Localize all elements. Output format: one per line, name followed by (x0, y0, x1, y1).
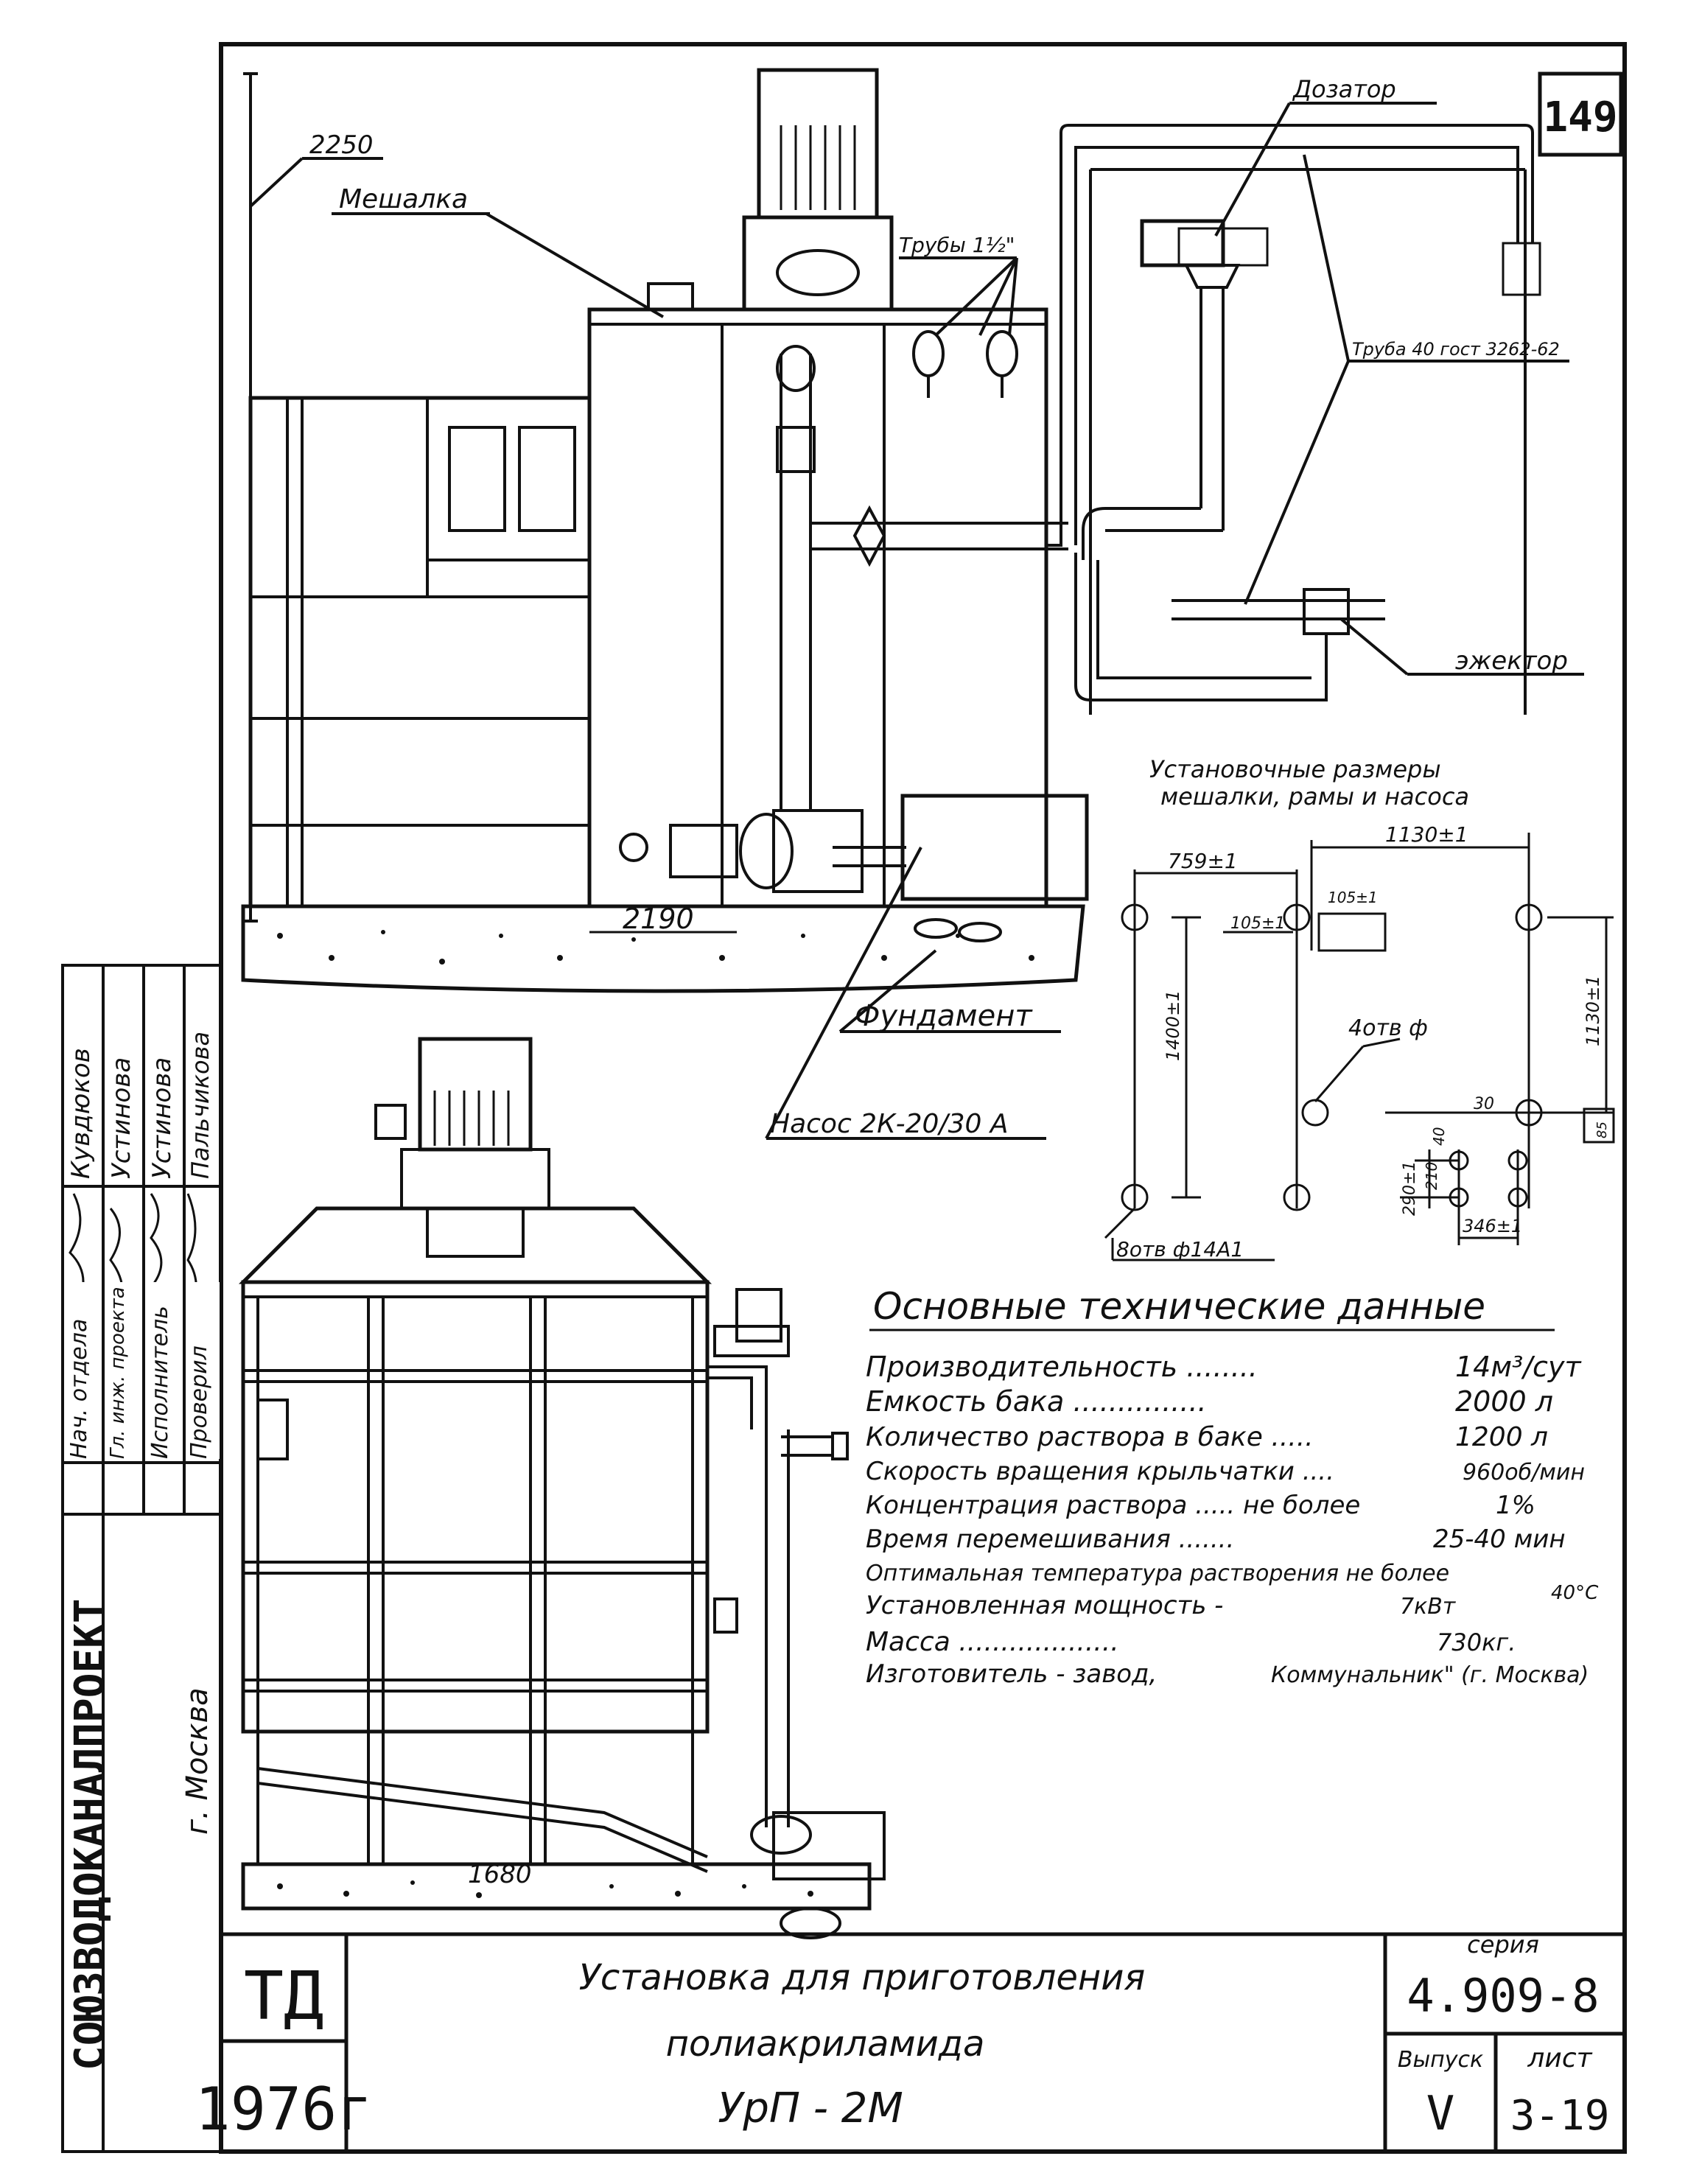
specs-heading: Основные технические данные (873, 1285, 1485, 1328)
dim-105b: 105±1 (1328, 889, 1378, 906)
spec-value: Коммунальник" (г. Москва) (1271, 1662, 1589, 1688)
label-ejector: эжектор (1455, 646, 1568, 676)
dim-210: 210 (1423, 1162, 1440, 1190)
label-doser: Дозатор (1292, 75, 1396, 103)
spec-value: 1200 л (1455, 1422, 1548, 1452)
spec-value: 25-40 мин (1433, 1525, 1566, 1554)
name-4: Пальчикова (186, 1031, 214, 1179)
sheet-number-box (1538, 71, 1623, 157)
org-name: СОЮЗВОДОКАНАЛПРОЕКТ (66, 1598, 114, 2071)
spec-value: 7кВт (1400, 1594, 1457, 1620)
dim-1130: 1130±1 (1385, 822, 1468, 847)
spec-value: 730кг. (1437, 1628, 1516, 1656)
sheet-number: 149 (1543, 94, 1617, 141)
dim-1680: 1680 (468, 1860, 532, 1889)
label-mixer: Мешалка (339, 184, 468, 214)
spec-value: 14м³/сут (1455, 1351, 1582, 1383)
issue-value: V (1426, 2087, 1455, 2141)
dim-2250: 2250 (309, 130, 374, 160)
dim-1400: 1400±1 (1163, 990, 1183, 1061)
dim-290: 290±1 (1401, 1161, 1419, 1216)
spec-value: 2000 л (1455, 1385, 1553, 1418)
top-elevation-view (241, 68, 1584, 1140)
title-line3: УрП - 2М (718, 2085, 903, 2132)
install-title-line2: мешалки, рамы и насоса (1160, 783, 1469, 811)
dim-346: 346±1 (1463, 1216, 1522, 1236)
installation-dimensions-diagram (1104, 833, 1615, 1261)
title-line2: полиакриламида (666, 2023, 985, 2065)
role-2: Гл. инж. проекта (107, 1282, 142, 1459)
sheet-value: 3-19 (1510, 2092, 1610, 2140)
spec-value: 1% (1496, 1491, 1535, 1520)
label-4-holes: 4отв ф (1348, 1015, 1428, 1041)
spec-label: Оптимальная температура растворения не б… (866, 1561, 1449, 1586)
dim-105a: 105±1 (1230, 914, 1285, 933)
dim-40: 40 (1430, 1127, 1448, 1146)
title-block (221, 1932, 1625, 2152)
label-foundation: Фундамент (855, 999, 1033, 1033)
spec-label: Концентрация раствора ..... не более (866, 1491, 1360, 1520)
side-stamp (61, 964, 223, 2153)
role-4: Проверил (186, 1282, 220, 1459)
spec-label: Скорость вращения крыльчатки .... (866, 1457, 1334, 1486)
city: г. Москва (181, 1687, 214, 1835)
role-spacer (107, 1470, 142, 1511)
spec-label: Установленная мощность - (866, 1591, 1223, 1620)
series-label: серия (1467, 1931, 1539, 1959)
specs-list: Производительность ........ 14м³/сут Емк… (866, 1351, 1599, 1689)
name-2: Устинова (107, 1057, 136, 1179)
spec-value: 960об/мин (1463, 1460, 1585, 1485)
title-line1: Установка для приготовления (579, 1957, 1146, 1998)
sheet-label: лист (1527, 2043, 1592, 2073)
install-title-line1: Установочные размеры (1149, 755, 1441, 783)
dim-759: 759±1 (1168, 849, 1238, 873)
dim-85: 85 (1594, 1121, 1610, 1138)
front-elevation-view (238, 1037, 886, 1939)
label-pipes: Трубы 1½" (899, 233, 1015, 257)
dim-1130-vertical: 1130±1 (1583, 976, 1603, 1046)
spec-label: Количество раствора в баке ..... (866, 1422, 1314, 1452)
role-pad-4 (65, 1470, 102, 1511)
name-1: Кувдюков (66, 1048, 96, 1179)
label-pipe-spec: Труба 40 гост 3262-62 (1352, 339, 1560, 360)
spec-value: 40°С (1551, 1582, 1599, 1604)
td-mark: ТД (244, 1958, 323, 2035)
dim-2190: 2190 (623, 903, 694, 935)
name-3: Устинова (147, 1057, 177, 1179)
role-3: Исполнитель (147, 1282, 183, 1459)
spec-label: Время перемешивания ....... (866, 1525, 1234, 1554)
year: 1976г (195, 2075, 373, 2143)
label-8-holes: 8отв ф14А1 (1116, 1237, 1244, 1261)
spec-label: Производительность ........ (866, 1351, 1258, 1383)
label-pump: Насос 2К-20/30 А (770, 1109, 1008, 1139)
spec-label: Масса ................... (866, 1627, 1119, 1657)
spec-label: Изготовитель - завод, (866, 1659, 1157, 1689)
spec-label: Емкость бака ............... (866, 1385, 1207, 1418)
dim-30: 30 (1474, 1095, 1494, 1113)
role-1: Нач. отдела (66, 1282, 102, 1459)
series-value: 4.909-8 (1407, 1969, 1599, 2023)
issue-label: Выпуск (1398, 2047, 1483, 2073)
